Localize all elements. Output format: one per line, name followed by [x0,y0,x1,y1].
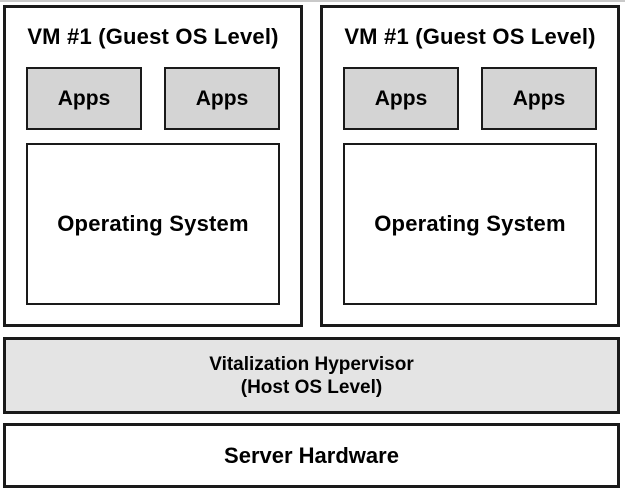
operating-system-label: Operating System [374,211,566,236]
operating-system-box: Operating System [26,143,280,305]
server-hardware-box: Server Hardware [3,423,620,488]
hypervisor-box: Vitalization Hypervisor (Host OS Level) [3,337,620,414]
vm-title: VM #1 (Guest OS Level) [344,24,596,49]
vm-title: VM #1 (Guest OS Level) [27,24,279,49]
apps-box: Apps [343,67,459,130]
hypervisor-label-line2: (Host OS Level) [240,376,383,398]
apps-box: Apps [26,67,142,130]
vm-row: VM #1 (Guest OS Level) Apps Apps Operati… [3,5,620,327]
server-hardware-label: Server Hardware [224,442,399,468]
operating-system-label: Operating System [57,211,249,236]
vm-box-2: VM #1 (Guest OS Level) Apps Apps Operati… [320,5,620,327]
apps-box: Apps [481,67,597,130]
vm-box-1: VM #1 (Guest OS Level) Apps Apps Operati… [3,5,303,327]
apps-row: Apps Apps [323,67,617,130]
hypervisor-label-line1: Vitalization Hypervisor [209,353,414,375]
apps-box: Apps [164,67,280,130]
operating-system-box: Operating System [343,143,597,305]
apps-row: Apps Apps [6,67,300,130]
